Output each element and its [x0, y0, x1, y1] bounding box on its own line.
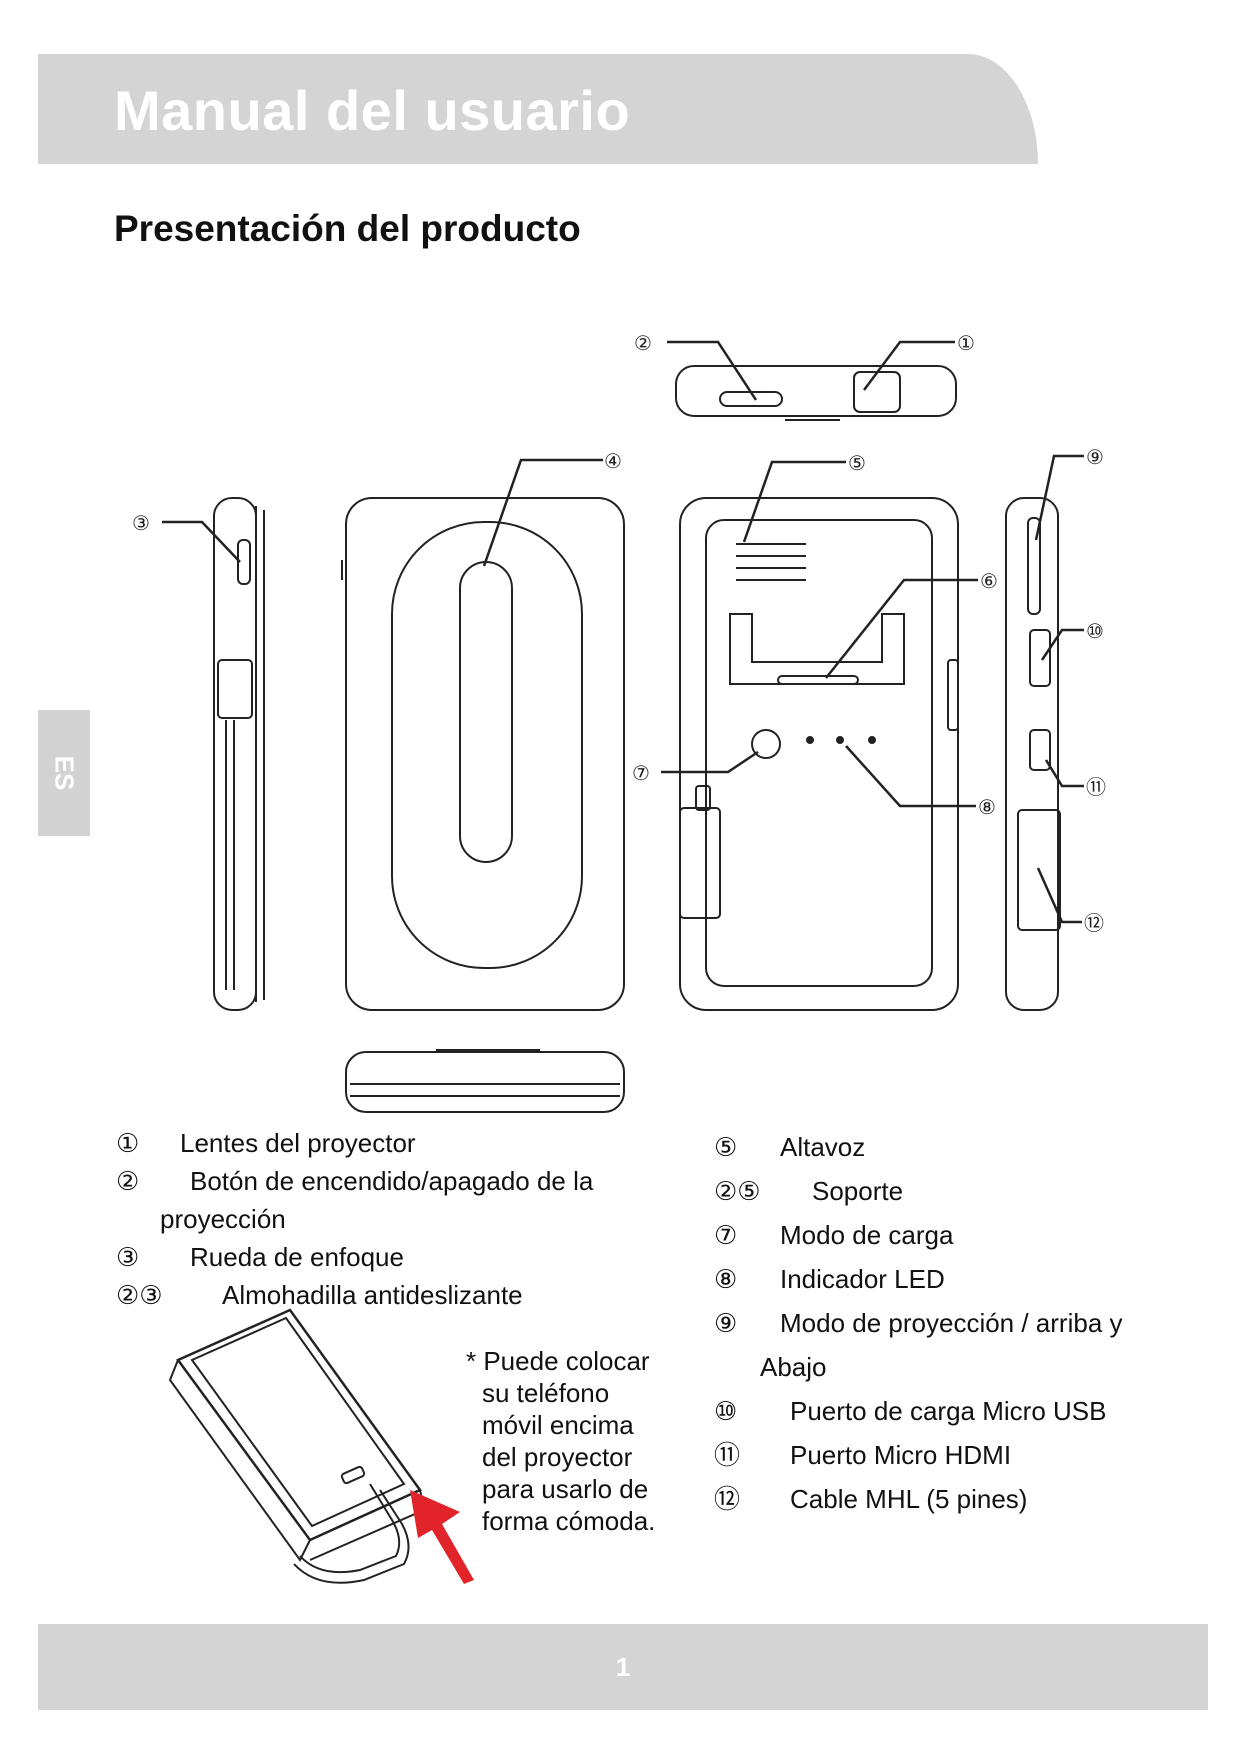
legend-num: ② — [116, 1166, 140, 1196]
left-side-view — [213, 497, 265, 1011]
callout-markers: ② ① ③ ④ ⑤ ⑥ ⑦ ⑧ ⑨ ⑩ ⑪ ⑫ — [132, 331, 1106, 935]
red-arrow-icon — [410, 1490, 474, 1584]
legend-num: ⑦ — [714, 1220, 738, 1250]
legend-num: ⑫ — [714, 1484, 741, 1514]
legend-num: ③ — [116, 1242, 140, 1272]
right-side-view — [1005, 497, 1061, 1011]
page-number: 1 — [615, 1652, 631, 1682]
callout-7: ⑦ — [632, 761, 650, 785]
header-bar — [38, 54, 1038, 164]
legend-item: Puerto de carga Micro USB — [790, 1396, 1107, 1426]
legend-num: ⑤ — [714, 1132, 738, 1162]
legend-num: ②③ — [116, 1280, 163, 1310]
legend-item: Indicador LED — [780, 1264, 945, 1294]
callout-1: ① — [957, 331, 975, 355]
callout-8: ⑧ — [978, 795, 996, 819]
callout-10: ⑩ — [1086, 619, 1104, 643]
legend-num: ⑪ — [714, 1440, 741, 1470]
back-view — [679, 497, 959, 1011]
top-view — [675, 365, 957, 421]
note-line: su teléfono — [482, 1378, 610, 1408]
language-tab: ES — [38, 710, 90, 836]
callout-11: ⑪ — [1086, 775, 1106, 799]
callout-9: ⑨ — [1086, 445, 1104, 469]
callout-3: ③ — [132, 511, 150, 535]
legend-item: Lentes del proyector — [180, 1128, 416, 1158]
note-line: forma cómoda. — [482, 1506, 656, 1536]
callout-5: ⑤ — [848, 451, 866, 475]
note-line: * Puede colocar — [466, 1346, 650, 1376]
legend-num: ⑧ — [714, 1264, 738, 1294]
note-line: móvil encima — [482, 1410, 634, 1440]
note-line: para usarlo de — [482, 1474, 649, 1504]
legend-item-continued: proyección — [160, 1204, 286, 1234]
legend-item: Almohadilla antideslizante — [222, 1280, 523, 1310]
callout-2: ② — [634, 331, 652, 355]
legend-item: Puerto Micro HDMI — [790, 1440, 1012, 1470]
callout-4: ④ — [604, 449, 622, 473]
phone-illustration — [168, 1308, 426, 1584]
bottom-view — [345, 1049, 625, 1113]
legend-item: Modo de carga — [780, 1220, 954, 1250]
legend-item: Modo de proyección / arriba y — [780, 1308, 1123, 1338]
legend-item: Rueda de enfoque — [190, 1242, 404, 1272]
legend-num: ⑨ — [714, 1308, 738, 1338]
note-line: del proyector — [482, 1442, 633, 1472]
legend-num: ⑩ — [714, 1396, 738, 1426]
legend-item: Altavoz — [780, 1132, 866, 1162]
legend-item: Soporte — [812, 1176, 904, 1206]
leader-lines — [162, 340, 1084, 924]
legend-item: Botón de encendido/apagado de la — [190, 1166, 594, 1196]
legend-item-continued: Abajo — [760, 1352, 827, 1382]
callout-12: ⑫ — [1084, 911, 1104, 935]
legend-item: Cable MHL (5 pines) — [790, 1484, 1028, 1514]
footer-bar: 1 — [38, 1624, 1208, 1710]
front-view — [341, 497, 625, 1011]
legend-num: ① — [116, 1128, 140, 1158]
legend-num: ②⑤ — [714, 1176, 761, 1206]
page-title: Manual del usuario — [114, 79, 631, 142]
callout-6: ⑥ — [980, 569, 998, 593]
phone-note: * Puede colocar su teléfono móvil encima… — [466, 1345, 655, 1537]
section-title: Presentación del producto — [114, 208, 581, 249]
